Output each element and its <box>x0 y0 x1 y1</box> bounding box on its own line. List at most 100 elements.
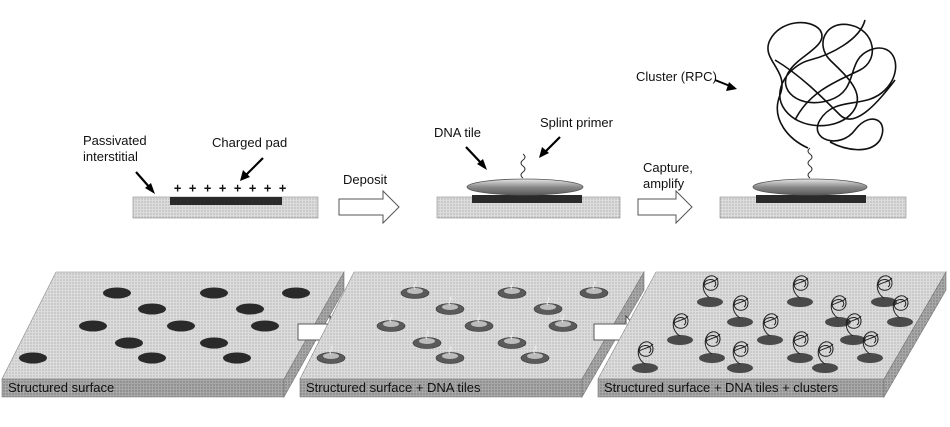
cluster-well <box>727 317 753 327</box>
dna-tile-mini <box>442 353 458 359</box>
cluster-well <box>699 353 725 363</box>
step2-substrate-group: DNA tile Splint primer <box>434 115 621 219</box>
step1-substrate-group: ++++++++ Passivated interstitial Charged… <box>83 133 319 219</box>
cluster-well <box>840 335 866 345</box>
mini-cluster <box>637 341 654 365</box>
dna-tile-label: DNA tile <box>434 125 481 140</box>
charge-plus-symbol: + <box>204 181 211 195</box>
primer-mini <box>448 296 452 306</box>
surface-pad <box>200 287 228 299</box>
dna-tile-mini <box>504 288 520 294</box>
cluster-rpc-tangle <box>767 19 897 151</box>
primer-mini <box>561 313 565 323</box>
dna-tile-pointer-arrow <box>465 146 487 170</box>
charge-plus-symbol: + <box>279 181 286 195</box>
splint-primer-strand <box>520 153 526 179</box>
surface-pad <box>19 352 47 364</box>
cluster-well <box>857 353 883 363</box>
cluster-stem <box>807 147 813 179</box>
mini-cluster <box>792 331 809 355</box>
cluster-well <box>632 363 658 373</box>
dna-tile-mini <box>586 288 602 294</box>
mini-cluster <box>792 275 809 299</box>
primer-mini <box>329 345 333 355</box>
cluster-well <box>812 363 838 373</box>
cluster-well <box>757 335 783 345</box>
surface-pad <box>223 352 251 364</box>
step3-substrate-group: Cluster (RPC) <box>636 19 907 219</box>
capture-label: Capture, <box>643 160 693 175</box>
primer-mini <box>592 280 596 290</box>
mini-cluster <box>862 331 879 355</box>
surface-pad <box>115 337 143 349</box>
primer-mini <box>533 345 537 355</box>
primer-mini <box>413 280 417 290</box>
panel3-label: Structured surface + DNA tiles + cluster… <box>604 380 839 395</box>
cluster-well <box>887 317 913 327</box>
charged-pad <box>170 197 282 205</box>
cluster-well <box>787 353 813 363</box>
splint-primer-label: Splint primer <box>540 115 614 130</box>
passivated-pointer-arrow <box>135 171 155 194</box>
mini-cluster <box>702 275 719 299</box>
surface-pad <box>282 287 310 299</box>
primer-mini <box>510 280 514 290</box>
mini-cluster <box>830 295 847 319</box>
dna-tile-mini <box>471 321 487 327</box>
primer-mini <box>510 330 514 340</box>
surface-pad <box>200 337 228 349</box>
dna-tile-mini <box>323 353 339 359</box>
charge-plus-symbol: + <box>189 181 196 195</box>
charge-plus-symbol: + <box>264 181 271 195</box>
surface-pad <box>138 352 166 364</box>
deposit-arrow: Deposit <box>338 172 400 225</box>
cluster-well <box>871 297 897 307</box>
dna-tile-mini <box>540 304 556 310</box>
primer-mini <box>425 330 429 340</box>
cluster-rpc-label: Cluster (RPC) <box>636 69 717 84</box>
mini-cluster <box>732 341 749 365</box>
passivated-label-line2: interstitial <box>83 149 138 164</box>
cluster-well <box>667 335 693 345</box>
charge-plus-symbol: + <box>234 181 241 195</box>
charge-plus-symbol: + <box>249 181 256 195</box>
mini-cluster <box>845 313 862 337</box>
surface-pad <box>236 303 264 315</box>
charge-symbols: ++++++++ <box>174 181 286 195</box>
panel2-label: Structured surface + DNA tiles <box>306 380 481 395</box>
splint-primer-pointer-arrow <box>539 136 561 158</box>
charged-pad-label: Charged pad <box>212 135 287 150</box>
pad-3 <box>756 195 866 203</box>
dna-tile-mini <box>442 304 458 310</box>
mini-cluster <box>762 313 779 337</box>
primer-mini <box>546 296 550 306</box>
primer-mini <box>477 313 481 323</box>
cluster-well <box>787 297 813 307</box>
mini-cluster <box>892 295 909 319</box>
passivated-label-line1: Passivated <box>83 133 147 148</box>
pad-2 <box>472 195 582 203</box>
surface-pad <box>79 320 107 332</box>
surface-pad <box>251 320 279 332</box>
panel1-label: Structured surface <box>8 380 114 395</box>
cluster-pointer-arrow <box>714 79 737 91</box>
dna-tile <box>466 178 584 196</box>
deposit-label: Deposit <box>343 172 387 187</box>
primer-mini <box>389 313 393 323</box>
primer-mini <box>448 345 452 355</box>
capture-amplify-arrow: Capture, amplify <box>637 160 693 225</box>
tile-array-2 <box>316 280 609 364</box>
mini-cluster <box>704 331 721 355</box>
dna-tile-mini <box>555 321 571 327</box>
dna-tile-mini <box>419 338 435 344</box>
charge-plus-symbol: + <box>219 181 226 195</box>
dna-tile-mini <box>407 288 423 294</box>
surface-pad <box>138 303 166 315</box>
cluster-array-3 <box>632 275 913 373</box>
panel-structured-surface-dna-tiles-clusters: Structured surface + DNA tiles + cluster… <box>597 270 947 399</box>
dna-tile-mini <box>504 338 520 344</box>
panel-structured-surface: Structured surface <box>1 270 345 399</box>
dna-tile-mini <box>383 321 399 327</box>
surface-pad <box>103 287 131 299</box>
